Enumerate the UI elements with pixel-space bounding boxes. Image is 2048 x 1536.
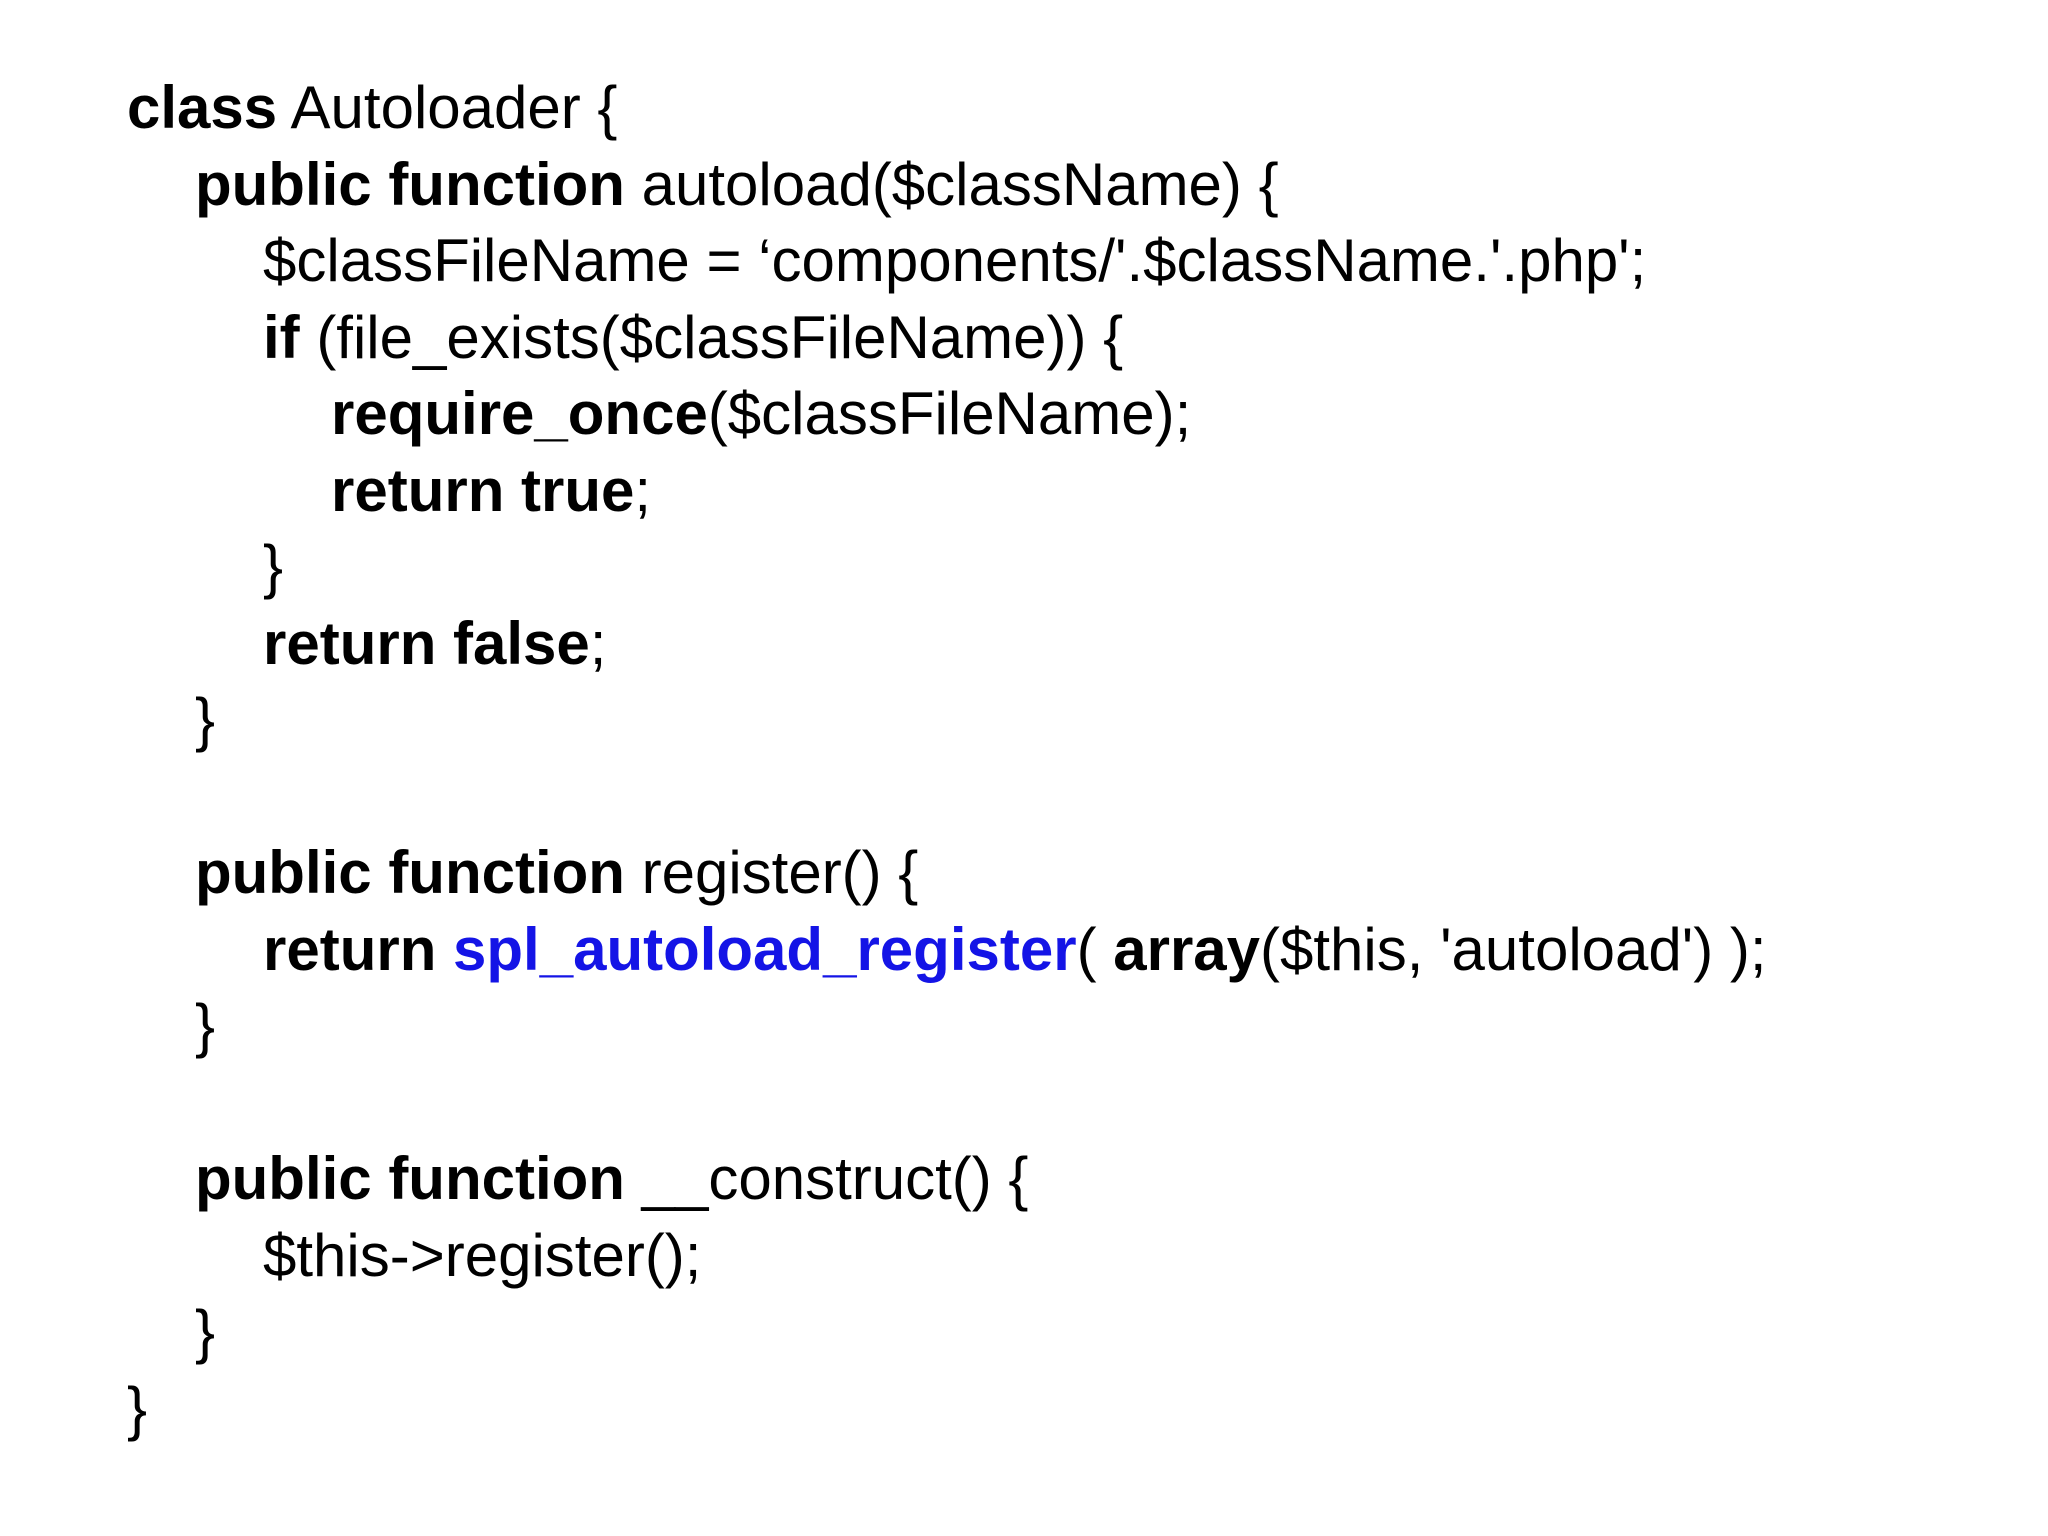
code-text: ($classFileName); [707,380,1192,447]
code-line: $classFileName = ‘components/'.$classNam… [127,223,1767,300]
code-line: $this->register(); [127,1218,1767,1295]
spl-autoload-register-link: spl_autoload_register [453,915,1077,983]
code-text: } [195,992,216,1059]
code-line: public function register() { [127,835,1767,912]
code-text: Autoloader { [277,74,618,141]
code-text: public function [195,1145,625,1212]
code-text: } [195,686,216,753]
code-text: $classFileName = ‘components/'.$classNam… [263,227,1647,294]
code-text: } [127,1374,148,1442]
code-line: return spl_autoload_register( array($thi… [127,912,1767,989]
code-text: } [263,533,284,600]
code-text: autoload($className) { [624,150,1279,218]
code-line: public function autoload($className) { [127,147,1767,224]
code-text: return false [263,609,590,677]
code-line: } [127,682,1767,759]
code-text: return true [331,456,635,524]
code-line: class Autoloader { [127,70,1767,147]
code-text: ; [589,609,607,677]
code-line [127,759,1767,836]
code-text: (file_exists($classFileName)) { [299,303,1124,371]
code-line: return true; [127,453,1767,530]
code-line: require_once($classFileName); [127,376,1767,453]
code-line: } [127,1371,1767,1448]
code-line: if (file_exists($classFileName)) { [127,300,1767,377]
code-line: } [127,529,1767,606]
code-line: public function __construct() { [127,1141,1767,1218]
code-text: ($this, 'autoload') ); [1260,915,1767,983]
code-text: } [195,1298,216,1365]
code-block: class Autoloader {public function autolo… [127,70,1767,1447]
code-line [127,1065,1767,1142]
code-text: ; [634,456,652,524]
code-text: public function [195,839,625,906]
code-text: array [1113,915,1261,983]
code-text: __construct() { [624,1145,1029,1212]
code-text: if [263,303,300,371]
code-text: register() { [624,839,919,906]
code-text: require_once [331,380,708,447]
code-line: return false; [127,606,1767,683]
code-text: return [263,915,454,983]
code-text: ( [1076,915,1114,983]
code-text: $this->register(); [263,1221,702,1289]
code-text: class [127,74,278,141]
code-line: } [127,1294,1767,1371]
code-text: public function [195,150,625,218]
code-line: } [127,988,1767,1065]
